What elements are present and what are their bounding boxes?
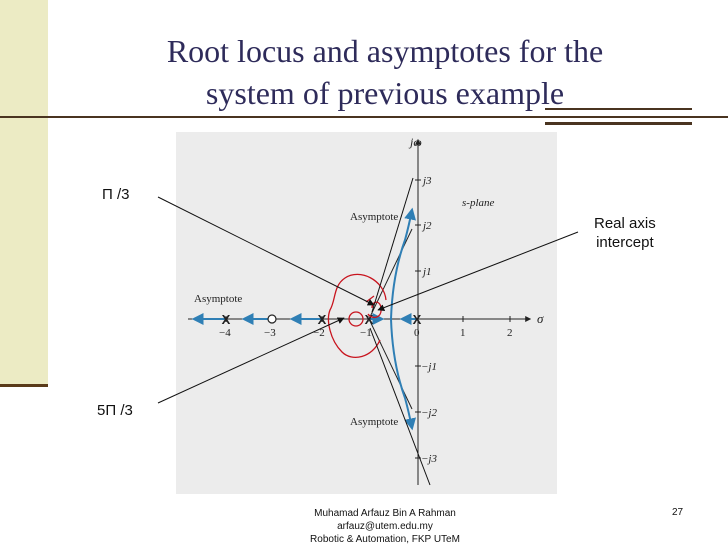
x-tick-neg2: −2 xyxy=(313,327,325,339)
asymptote-label-left: Asymptote xyxy=(194,293,242,305)
asymptote-label-upper: Asymptote xyxy=(350,211,398,223)
x-tick-2: 2 xyxy=(507,327,513,339)
zero-at-neg3 xyxy=(267,314,277,324)
x-tick-1: 1 xyxy=(460,327,466,339)
sidebar-divider xyxy=(0,384,48,387)
y-axis-label: jω xyxy=(408,135,422,149)
poles: X X X X xyxy=(222,312,422,327)
footer-dept: Robotic & Automation, FKP UTeM xyxy=(310,534,460,545)
y-axis-ticks xyxy=(415,179,421,459)
y-tick-neg-j1: −j1 xyxy=(421,361,437,373)
page-number: 27 xyxy=(672,507,684,518)
callout-angle-pi-over-3: Π /3 xyxy=(102,186,130,203)
s-plane-label: s-plane xyxy=(462,197,495,209)
x-tick-neg1: −1 xyxy=(360,327,372,339)
x-tick-neg3: −3 xyxy=(264,327,276,339)
footer-email: arfauz@utem.edu.my xyxy=(337,521,433,532)
title-rule-lower xyxy=(545,122,692,125)
title-rule-upper xyxy=(545,108,692,110)
callout-arrow-real-axis-intercept xyxy=(377,231,579,311)
callout-real-axis-intercept: Real axis intercept xyxy=(594,214,656,252)
y-tick-j3: j3 xyxy=(421,175,432,187)
asymptote-lines xyxy=(368,228,413,410)
pole-at-0: X xyxy=(413,312,422,327)
asymptote-label-lower: Asymptote xyxy=(350,416,398,428)
callout-angle-5pi-over-3: 5Π /3 xyxy=(97,402,133,419)
footer-author: Muhamad Arfauz Bin A Rahman xyxy=(314,508,456,519)
callout-arrows xyxy=(157,177,579,486)
y-tick-neg-j2: −j2 xyxy=(421,407,437,419)
complex-locus-branches xyxy=(390,207,417,431)
x-tick-neg4: −4 xyxy=(219,327,231,339)
pole-at-neg1: X xyxy=(365,312,374,327)
y-tick-neg-j3: −j3 xyxy=(421,453,437,465)
slide-title-line-2: system of previous example xyxy=(205,75,565,111)
slide-sidebar-band xyxy=(0,0,48,387)
callout-real-axis-line-1: Real axis xyxy=(594,215,656,232)
slide-title-line-1: Root locus and asymptotes for the xyxy=(166,33,604,69)
callout-arrow-5pi3 xyxy=(157,317,345,404)
callout-arrow-pi3 xyxy=(157,196,375,306)
pole-at-neg4: X xyxy=(222,312,231,327)
callout-real-axis-line-2: intercept xyxy=(596,234,654,251)
callout-arrow-asymptote-lower xyxy=(369,327,431,486)
x-axis-label: σ xyxy=(537,311,544,326)
root-locus-figure xyxy=(176,132,557,494)
callout-arrow-asymptote-upper xyxy=(371,177,414,313)
slide-footer: Muhamad Arfauz Bin A Rahman arfauz@utem.… xyxy=(300,507,470,546)
x-tick-0: 0 xyxy=(414,327,420,339)
title-underline xyxy=(0,116,728,118)
pole-at-neg2: X xyxy=(318,312,327,327)
slide-title: Root locus and asymptotes for the system… xyxy=(100,30,670,114)
y-tick-j1: j1 xyxy=(421,266,432,278)
y-tick-j2: j2 xyxy=(421,220,432,232)
